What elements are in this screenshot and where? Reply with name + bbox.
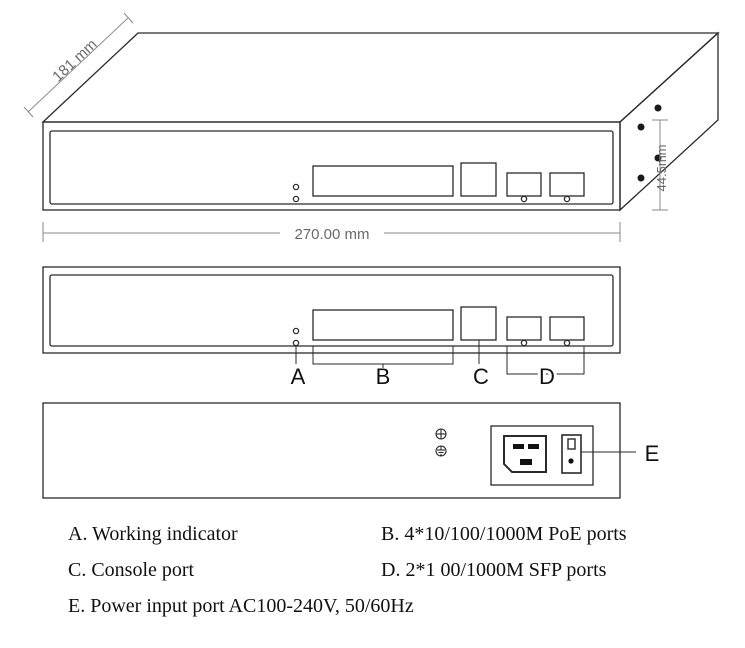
rear-view <box>42 402 636 499</box>
legend-console-port: C. Console port <box>68 559 195 581</box>
dimension-height-label: 44.5mm <box>654 145 669 192</box>
legend-poe-ports: B. 4*10/100/1000M PoE ports <box>381 523 627 545</box>
callout-e: E <box>645 441 660 466</box>
front-poe-ports <box>312 309 454 341</box>
dimension-width <box>42 222 621 242</box>
callout-a: A <box>291 364 306 389</box>
iso-sfp-led-1 <box>520 195 528 203</box>
iso-front-face <box>42 121 621 211</box>
iso-right-face <box>619 31 719 212</box>
legend-power-input: E. Power input port AC100-240V, 50/60Hz <box>68 595 414 617</box>
iso-indicator-led-1 <box>292 183 300 191</box>
power-inlet-pins <box>513 444 539 465</box>
earth-ground-icon <box>435 445 447 457</box>
front-view <box>42 266 621 354</box>
power-module <box>490 425 594 486</box>
iso-sfp-port-1 <box>506 172 542 197</box>
rack-screw-icon <box>654 104 662 112</box>
rear-panel <box>42 402 621 499</box>
front-sfp-led-1 <box>520 339 528 347</box>
front-indicator-led-1 <box>292 327 300 335</box>
iso-front-bezel <box>49 130 614 205</box>
callout-d: D <box>539 364 555 389</box>
iso-sfp-port-2 <box>549 172 585 197</box>
front-sfp-led-2 <box>563 339 571 347</box>
rack-screw-icon <box>637 174 645 182</box>
power-switch-dot <box>568 458 574 464</box>
legend-working-indicator: A. Working indicator <box>68 523 238 545</box>
front-indicator-led-2 <box>292 339 300 347</box>
front-callout-lines <box>295 340 585 375</box>
front-sfp-port-1 <box>506 316 542 341</box>
front-console-port <box>460 306 497 341</box>
dimension-depth <box>23 12 134 118</box>
front-bezel <box>49 274 614 347</box>
iso-poe-ports <box>312 165 454 197</box>
front-sfp-port-2 <box>549 316 585 341</box>
dimension-height <box>652 119 668 211</box>
iso-top-face <box>41 32 720 123</box>
front-panel <box>42 266 621 354</box>
power-switch-rocker <box>567 438 576 450</box>
isometric-view <box>41 31 720 212</box>
legend-sfp-ports: D. 2*1 00/1000M SFP ports <box>381 559 607 581</box>
dimension-depth-label: 181 mm <box>49 36 100 85</box>
iso-console-port <box>460 162 497 197</box>
dimension-width-label: 270.00 mm <box>294 226 369 243</box>
iso-sfp-led-2 <box>563 195 571 203</box>
callout-b: B <box>376 364 391 389</box>
rack-screw-icon <box>637 123 645 131</box>
power-inlet-icon <box>503 435 547 473</box>
iso-indicator-led-2 <box>292 195 300 203</box>
callout-c: C <box>473 364 489 389</box>
ground-terminal-icon <box>435 428 447 440</box>
power-switch-icon <box>561 434 582 474</box>
